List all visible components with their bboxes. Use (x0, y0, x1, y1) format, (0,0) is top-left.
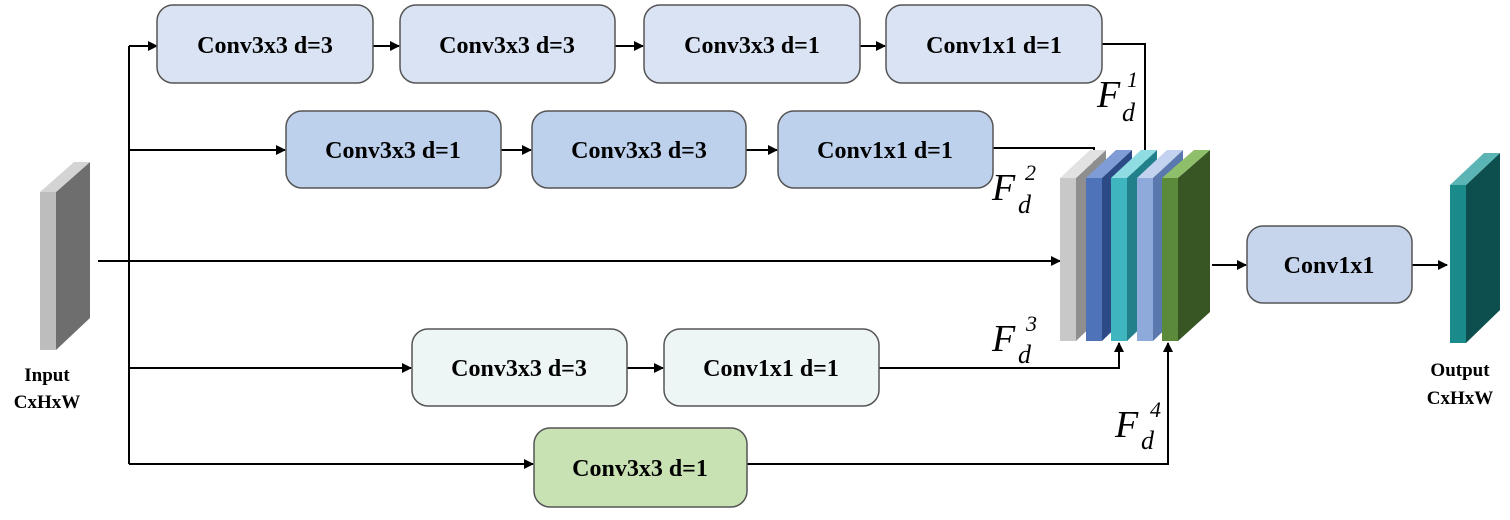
feature-2-base: F (991, 167, 1016, 209)
branch4-conv-1-label: Conv3x3 d=1 (572, 456, 708, 482)
feature-1-sup: 1 (1127, 67, 1138, 92)
connectors (98, 41, 1448, 469)
branch1-conv-4-label: Conv1x1 d=1 (926, 33, 1062, 59)
output-shape-label: CxHxW (1427, 388, 1494, 409)
branch2-conv-1: Conv3x3 d=1 (285, 110, 502, 189)
branch3-to-stack-arrow (879, 342, 1124, 369)
branch4-to-stack-arrow (747, 342, 1173, 465)
input-tensor (40, 162, 90, 350)
feature-2-sup: 2 (1025, 160, 1036, 185)
feature-3-sup: 3 (1025, 311, 1037, 336)
feature-1-sub: d (1122, 98, 1136, 127)
branch2-conv-1-label: Conv3x3 d=1 (325, 138, 461, 164)
branch3-conv-1: Conv3x3 d=3 (411, 328, 628, 407)
feature-2-sub: d (1018, 190, 1032, 219)
output-tensor (1450, 153, 1500, 343)
branch1-conv-2-label: Conv3x3 d=3 (439, 33, 575, 59)
feature-4-sub: d (1141, 426, 1155, 455)
branch2-conv-2: Conv3x3 d=3 (531, 110, 747, 189)
branch2-conv-2-label: Conv3x3 d=3 (571, 138, 707, 164)
branch1-conv-3-label: Conv3x3 d=1 (684, 33, 820, 59)
branch2-conv-3-label: Conv1x1 d=1 (817, 138, 953, 164)
branch3-conv-2-label: Conv1x1 d=1 (703, 356, 839, 382)
feature-4-base: F (1114, 404, 1139, 446)
branch1-conv-1: Conv3x3 d=3 (156, 4, 374, 84)
branch4-conv-1: Conv3x3 d=1 (533, 427, 748, 508)
branch1-conv-2: Conv3x3 d=3 (399, 4, 616, 84)
branch3-conv-1-label: Conv3x3 d=3 (451, 356, 587, 382)
feature-3-sub: d (1018, 340, 1032, 369)
branch1-to-stack-arrow (1102, 43, 1150, 181)
fusion-conv-label: Conv1x1 (1284, 253, 1375, 279)
branch1-conv-4: Conv1x1 d=1 (885, 4, 1103, 84)
branch1-conv-1-label: Conv3x3 d=3 (197, 33, 333, 59)
feature-label-4: F 4 d (1114, 397, 1161, 455)
feature-3-base: F (991, 318, 1016, 360)
feature-label-3: F 3 d (991, 311, 1037, 369)
branch1-conv-3: Conv3x3 d=1 (643, 4, 861, 84)
input-shape-label: CxHxW (14, 392, 81, 413)
branch2-conv-3: Conv1x1 d=1 (777, 110, 994, 189)
input-label: Input (24, 365, 70, 386)
output-label: Output (1430, 360, 1490, 381)
feature-label-1: F 1 d (1096, 67, 1138, 127)
feature-label-2: F 2 d (991, 160, 1036, 219)
fusion-conv: Conv1x1 (1246, 225, 1413, 304)
concat-feature-stack (1060, 150, 1210, 341)
branch3-conv-2: Conv1x1 d=1 (663, 328, 880, 407)
feature-1-base: F (1096, 74, 1121, 116)
feature-4-sup: 4 (1150, 397, 1161, 422)
